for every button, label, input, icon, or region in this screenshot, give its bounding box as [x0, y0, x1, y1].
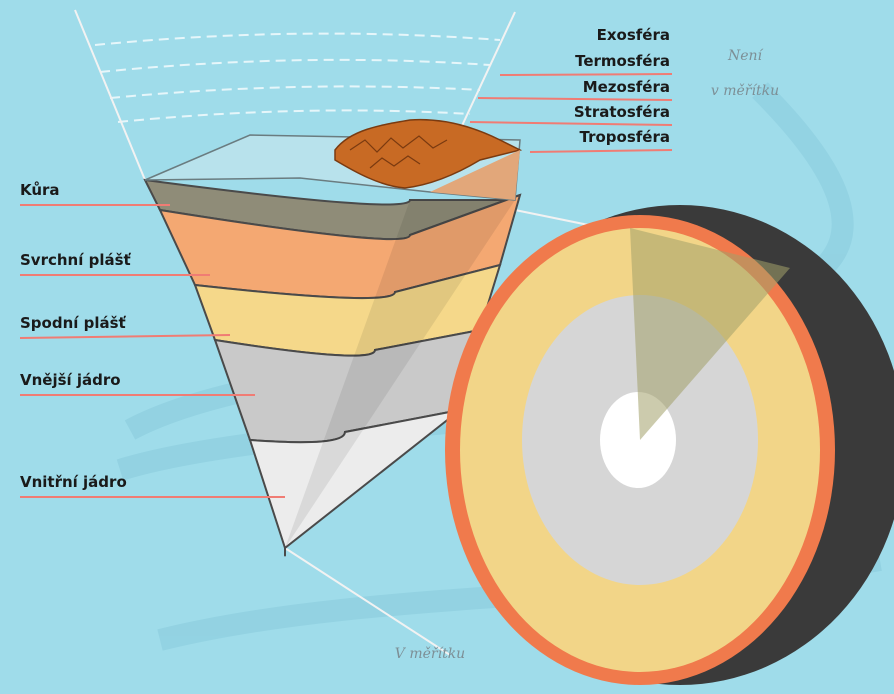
atmosphere-label-0: Exosféra: [597, 26, 670, 44]
atmosphere-arcs: [95, 34, 500, 122]
layer-label-3: Vnější jádro: [20, 371, 121, 389]
note-to-scale: V měřítku: [395, 646, 465, 662]
atmosphere-leader-1: [500, 74, 672, 75]
atmosphere-leader-4: [530, 150, 672, 152]
note-not-to-scale-line2: v měřítku: [711, 83, 779, 99]
atmosphere-label-4: Troposféra: [580, 128, 670, 146]
atmosphere-label-3: Stratosféra: [574, 103, 670, 121]
atmosphere-leader-3: [470, 122, 672, 125]
note-not-to-scale-line1: Není: [727, 48, 764, 64]
layer-label-4: Vnitřní jádro: [20, 473, 127, 491]
atmosphere-label-1: Termosféra: [575, 52, 670, 70]
layer-label-2: Spodní plášť: [20, 314, 127, 332]
layer-label-1: Svrchní plášť: [20, 251, 132, 269]
layer-leader-2: [20, 335, 230, 338]
atmosphere-leader-2: [478, 98, 672, 100]
atmosphere-label-2: Mezosféra: [583, 78, 670, 96]
layer-label-0: Kůra: [20, 181, 60, 199]
earth-sphere: [445, 205, 894, 685]
